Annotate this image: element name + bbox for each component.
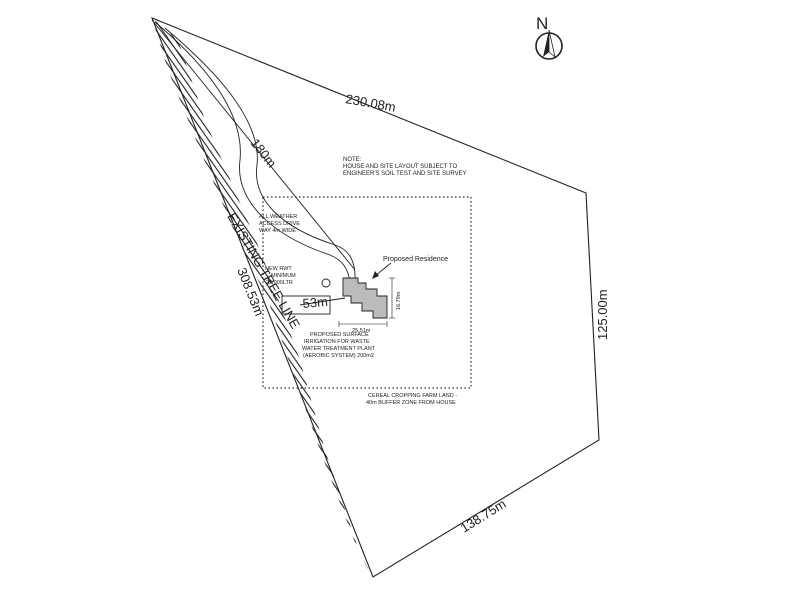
residence-dimensions	[338, 277, 395, 327]
irrigation-label-line: IRRIGATION FOR WASTE	[304, 339, 370, 345]
residence-leader-arrow	[372, 262, 392, 279]
driveway-label: ALL WEATHER ACCESS DRIVE WAY 4m WIDE	[259, 214, 300, 234]
note-line: HOUSE AND SITE LAYOUT SUBJECT TO	[343, 164, 457, 170]
residence-label: Proposed Residence	[383, 256, 448, 263]
north-arrow-icon: N	[535, 14, 563, 60]
property-boundary	[151, 17, 600, 578]
note-line: ENGINEER'S SOIL TEST AND SITE SURVEY	[343, 171, 467, 177]
buffer-zone-label: CEREAL CROPPING FARM LAND - 40m BUFFER Z…	[366, 393, 457, 406]
buffer-label-line: CEREAL CROPPING FARM LAND -	[368, 393, 457, 399]
east-boundary-dimension: 125.00m	[595, 289, 610, 340]
site-note: NOTE: HOUSE AND SITE LAYOUT SUBJECT TO E…	[343, 157, 467, 177]
residence-depth-dimension: 16.79m	[396, 291, 402, 310]
residence-width-dimension: 25.51m	[352, 328, 371, 334]
tank-label: NEW RWT MINIMUM 22,000LTR	[265, 266, 296, 286]
irrigation-label-line: (AEROBIC SYSTEM) 200m2	[303, 353, 374, 359]
buffer-zone-boundary	[262, 196, 472, 389]
tank-label-line: NEW RWT	[265, 266, 292, 272]
rainwater-tank	[321, 278, 331, 288]
note-line: NOTE:	[343, 157, 362, 163]
driveway-label-line: ACCESS DRIVE	[259, 221, 300, 227]
south-boundary-dimension: 138.75m	[458, 496, 509, 536]
driveway-label-line: WAY 4m WIDE	[259, 228, 296, 234]
driveway-length: 180m	[248, 136, 280, 171]
driveway	[151, 19, 356, 283]
buffer-label-line: 40m BUFFER ZONE FROM HOUSE	[366, 400, 456, 406]
irrigation-label-line: WATER TREATMENT PLANT	[302, 346, 376, 352]
tank-label-line: 22,000LTR	[266, 280, 293, 286]
irrigation-area	[281, 295, 331, 315]
driveway-label-line: ALL WEATHER	[259, 214, 297, 220]
irrigation-label: PROPOSED SURFACE IRRIGATION FOR WASTE WA…	[302, 332, 376, 359]
irrigation-label-line: PROPOSED SURFACE	[310, 332, 369, 338]
residence-footprint	[342, 277, 388, 319]
tank-label-line: MINIMUM	[271, 273, 296, 279]
setback-dimension: 53m	[302, 294, 329, 311]
north-label: N	[536, 14, 548, 33]
north-boundary-dimension: 230.08m	[344, 91, 396, 115]
